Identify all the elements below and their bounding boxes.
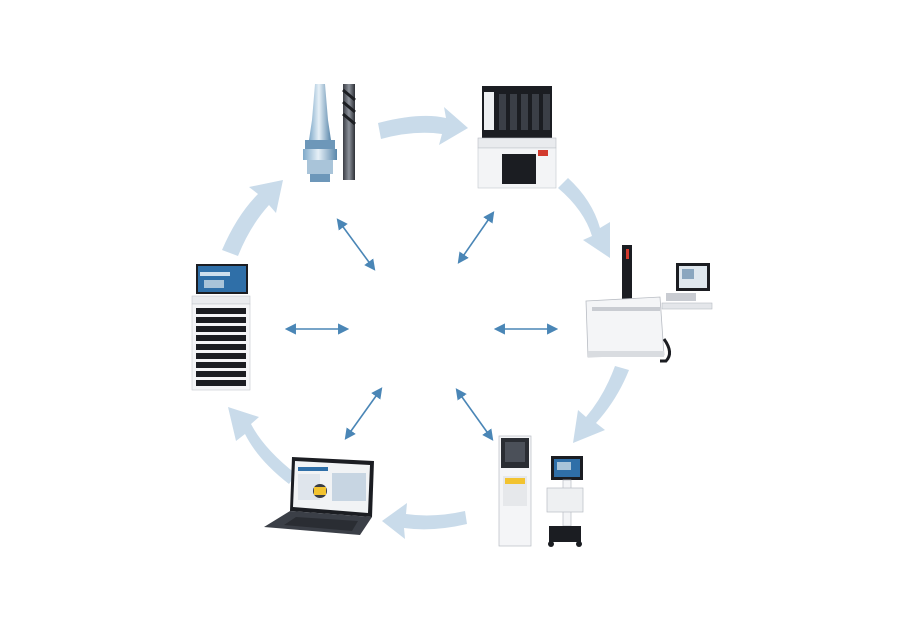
cycle-arrow-lower-right <box>573 366 629 443</box>
cycle-arrow-lower-left <box>228 407 296 484</box>
link-arrow-holder <box>336 218 376 271</box>
link-arrow-assembly <box>457 211 495 264</box>
tool-holder-icon <box>298 80 368 190</box>
laptop-icon <box>262 455 377 537</box>
storage-cabinet-icon <box>190 262 252 394</box>
link-arrow-terminal <box>455 388 494 441</box>
cycle-arrow-upper-left <box>222 180 283 256</box>
cycle-arrow-bottom <box>382 503 467 539</box>
link-arrow-laptop <box>344 387 383 440</box>
presetter-icon <box>582 243 718 367</box>
machine-terminal-icon <box>493 432 593 548</box>
shrink-fit-machine-icon <box>476 84 558 190</box>
cycle-arrow-top <box>378 107 468 145</box>
cycle-arrow-upper-right <box>558 178 610 258</box>
